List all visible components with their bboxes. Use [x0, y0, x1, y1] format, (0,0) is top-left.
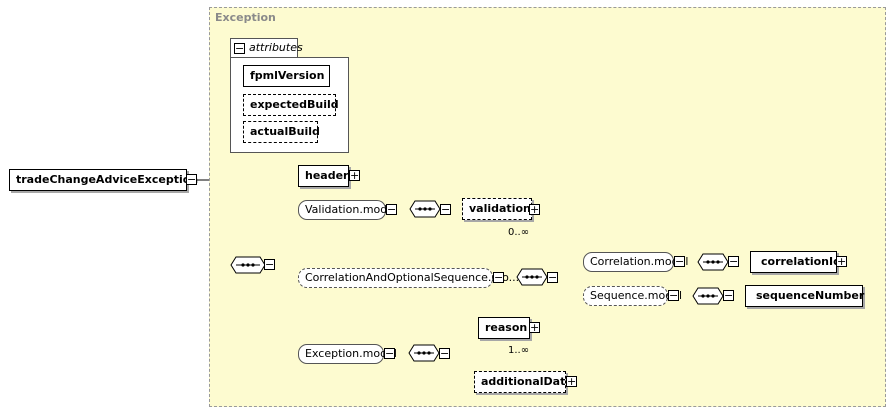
exception-model-collapse-icon[interactable]: − — [384, 347, 395, 360]
element-header[interactable]: header — [298, 165, 349, 187]
exception-sequence-collapse-icon[interactable]: − — [439, 347, 450, 360]
sequence-model-sequence-collapse-icon[interactable]: − — [723, 289, 734, 302]
group-correlation-optional-sequence[interactable]: CorrelationAndOptionalSequence.mo... — [298, 268, 519, 288]
validation-sequence-icon[interactable] — [409, 200, 441, 218]
element-validation[interactable]: validation — [462, 198, 532, 220]
correlation-sequence-icon[interactable] — [516, 268, 548, 286]
correlation-model-sequence-icon[interactable] — [697, 253, 729, 271]
correlation-optional-sequence-collapse-icon[interactable]: − — [493, 271, 504, 284]
reason-expand-icon[interactable]: + — [529, 321, 540, 334]
group-sequence-model[interactable]: Sequence.model — [583, 286, 682, 306]
validation-model-collapse-icon[interactable]: − — [386, 203, 397, 216]
root-element-label: tradeChangeAdviceException — [16, 173, 199, 186]
attributes-collapse-icon[interactable]: − — [234, 42, 245, 55]
attribute-actualbuild[interactable]: actualBuild — [243, 121, 320, 143]
group-correlation-model[interactable]: Correlation.model — [583, 252, 688, 272]
group-validation-model[interactable]: Validation.model — [298, 200, 397, 220]
correlation-sequence-collapse-icon[interactable]: − — [547, 271, 558, 284]
correlation-id-expand-icon[interactable]: + — [836, 255, 847, 268]
reason-cardinality: 1..∞ — [508, 345, 530, 356]
sequence-compositor-icon[interactable] — [230, 256, 266, 274]
attributes-tab: attributes — [230, 38, 303, 58]
correlation-model-collapse-icon[interactable]: − — [674, 255, 685, 268]
validation-sequence-collapse-icon[interactable]: − — [440, 203, 451, 216]
element-reason[interactable]: reason — [478, 317, 530, 339]
validation-expand-icon[interactable]: + — [529, 203, 540, 216]
attribute-fpmlversion[interactable]: fpmlVersion — [243, 65, 330, 87]
root-element[interactable]: tradeChangeAdviceException — [9, 169, 198, 191]
group-exception-model[interactable]: Exception.model — [298, 344, 397, 364]
attributes-label: attributes — [249, 41, 303, 54]
element-correlation-id[interactable]: correlationId — [750, 251, 841, 273]
sequence-model-collapse-icon[interactable]: − — [668, 289, 679, 302]
additional-data-expand-icon[interactable]: + — [566, 375, 577, 388]
exception-sequence-icon[interactable] — [408, 344, 440, 362]
region-title: Exception — [215, 11, 276, 24]
element-additional-data[interactable]: additionalData — [474, 371, 573, 393]
correlation-model-sequence-collapse-icon[interactable]: − — [728, 255, 739, 268]
validation-cardinality: 0..∞ — [508, 227, 530, 238]
header-expand-icon[interactable]: + — [349, 169, 360, 182]
root-collapse-icon[interactable]: − — [186, 173, 197, 186]
element-sequence-number[interactable]: sequenceNumber — [745, 285, 864, 307]
sequence-collapse-icon[interactable]: − — [264, 258, 275, 271]
sequence-model-sequence-icon[interactable] — [692, 287, 724, 305]
attribute-expectedbuild[interactable]: expectedBuild — [243, 94, 339, 116]
